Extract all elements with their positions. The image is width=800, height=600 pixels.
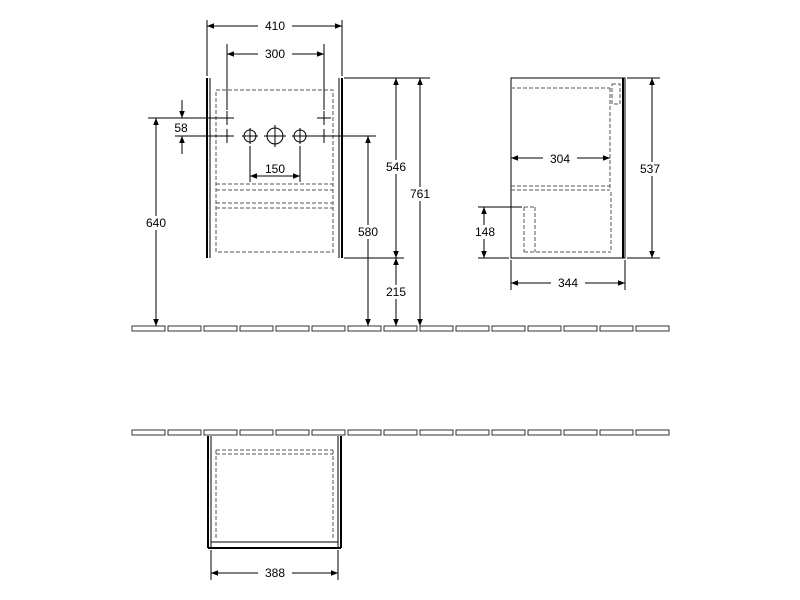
- wall-segment: [203, 325, 238, 332]
- wall-segment: [347, 429, 382, 436]
- dim-side-depth: 344: [558, 276, 578, 290]
- wall-segment: [131, 429, 166, 436]
- wall-segment: [527, 429, 562, 436]
- wall-segment: [527, 325, 562, 332]
- dim-side-inner-depth: 304: [550, 152, 570, 166]
- wall-segment: [383, 325, 418, 332]
- wall-segment: [419, 325, 454, 332]
- wall-segment: [239, 429, 274, 436]
- wall-segment: [455, 429, 490, 436]
- wall-segment: [311, 325, 346, 332]
- wall-segment: [203, 429, 238, 436]
- fixing-point-icon: [317, 111, 331, 125]
- dim-side-siphon-height: 148: [475, 225, 495, 239]
- dim-plan-width: 388: [265, 566, 285, 580]
- wall-segment: [563, 325, 598, 332]
- wall-segment: [167, 325, 202, 332]
- wall-segment: [455, 325, 490, 332]
- water-connection-icon: [242, 128, 258, 144]
- wall-segment: [635, 325, 670, 332]
- dim-hole-spacing-outer: 300: [265, 47, 285, 61]
- dim-tap-spacing: 150: [265, 162, 285, 176]
- wall-segment: [131, 325, 166, 332]
- wall-segment: [491, 325, 526, 332]
- wall-segment: [419, 429, 454, 436]
- wall-segment: [491, 429, 526, 436]
- wall-line: [131, 429, 670, 436]
- wall-segment: [275, 325, 310, 332]
- wall-segment: [383, 429, 418, 436]
- water-connection-icon: [292, 128, 308, 144]
- dim-front-width: 410: [265, 19, 285, 33]
- wall-segment: [635, 429, 670, 436]
- front-view: 410 300 58 150 640 580 546: [141, 18, 435, 326]
- side-view: 304 537 148 344: [470, 77, 667, 290]
- wall-segment: [599, 429, 634, 436]
- dim-vertical-spacing: 58: [174, 121, 188, 135]
- drain-connection-icon: [264, 125, 286, 147]
- dim-height-580: 580: [358, 225, 378, 239]
- dim-height-761: 761: [410, 187, 430, 201]
- dim-height-640: 640: [146, 216, 166, 230]
- dim-side-height: 537: [640, 162, 660, 176]
- wall-segment: [311, 429, 346, 436]
- dim-height-215: 215: [386, 285, 406, 299]
- wall-segment: [599, 325, 634, 332]
- floor-line: [131, 325, 670, 332]
- fixing-point-icon: [220, 129, 234, 143]
- plan-view: 388: [207, 436, 342, 580]
- dim-height-546: 546: [386, 160, 406, 174]
- wall-segment: [239, 325, 274, 332]
- wall-segment: [347, 325, 382, 332]
- wall-segment: [563, 429, 598, 436]
- fixing-point-icon: [220, 111, 234, 125]
- wall-segment: [275, 429, 310, 436]
- wall-segment: [167, 429, 202, 436]
